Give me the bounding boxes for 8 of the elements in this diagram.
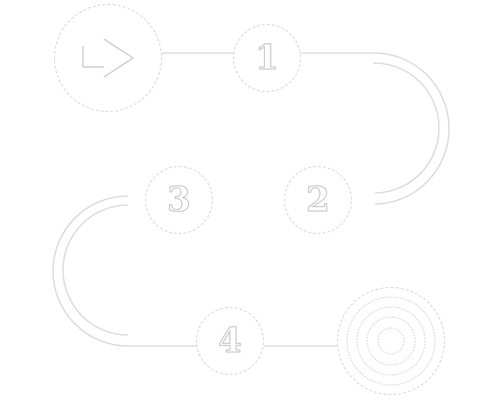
connector-line [300,52,450,205]
step-number: 4 [218,324,242,358]
step-number: 3 [167,183,191,217]
step-number: 1 [255,41,279,75]
connector-line [264,345,338,347]
connector-line [162,52,234,54]
step-number: 2 [306,183,330,217]
connector-line [52,195,198,347]
